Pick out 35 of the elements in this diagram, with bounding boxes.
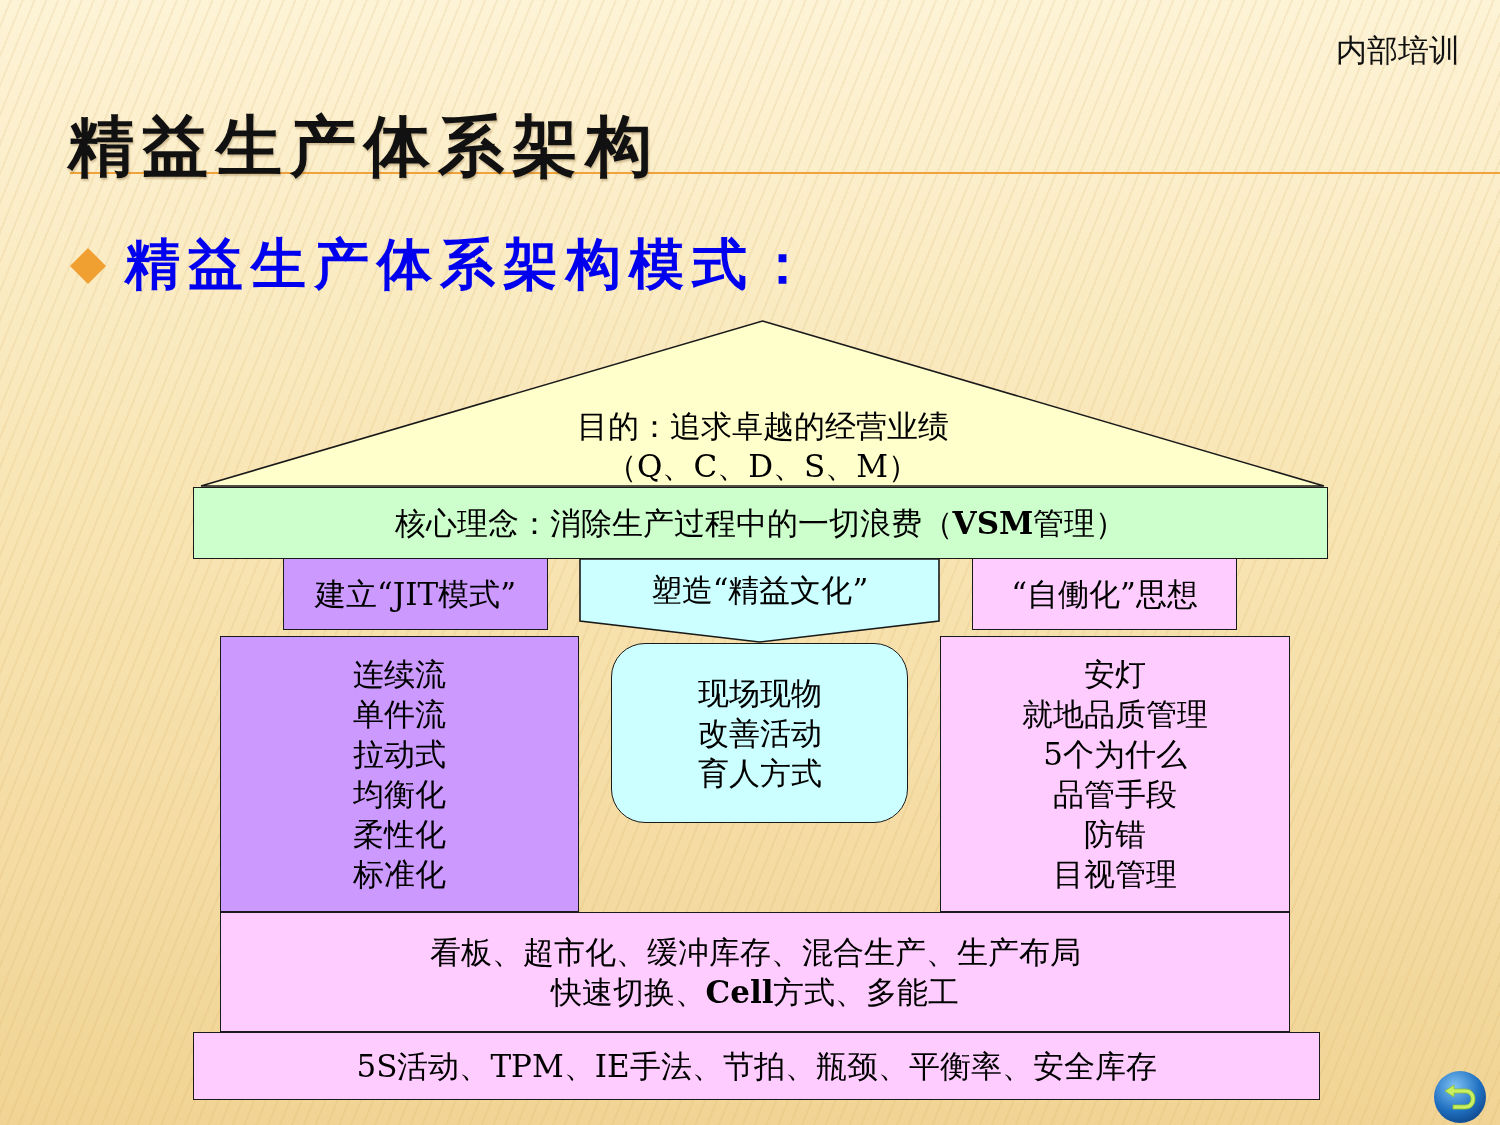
page-title: 精益生产体系架构 xyxy=(68,108,660,184)
list-item: 改善活动 xyxy=(697,714,822,753)
list-item: 5个为什么 xyxy=(1043,735,1187,774)
band-text: 5S活动、TPM、IE手法、节拍、瓶颈、平衡率、安全库存 xyxy=(356,1047,1157,1086)
header-note: 内部培训 xyxy=(1336,31,1460,70)
list-item: 安灯 xyxy=(1084,655,1146,694)
concept-text: 核心理念：消除生产过程中的一切浪费（VSM管理） xyxy=(394,504,1127,543)
foundation-band xyxy=(220,912,1290,1032)
pillar-panel xyxy=(220,636,579,912)
pillar-title: 建立“JIT模式” xyxy=(314,575,516,614)
list-item: 均衡化 xyxy=(353,775,446,814)
list-item: 就地品质管理 xyxy=(1022,695,1208,734)
band-text: 快速切换、Cell方式、多能工 xyxy=(550,973,960,1012)
list-item: 拉动式 xyxy=(353,735,446,774)
goal-text: （Q、C、D、S、M） xyxy=(606,447,919,486)
section-heading: 精益生产体系架构模式： xyxy=(125,232,818,296)
list-item: 现场现物 xyxy=(697,674,822,713)
base-band xyxy=(193,1032,1320,1100)
list-item: 连续流 xyxy=(353,655,446,694)
list-item: 柔性化 xyxy=(353,815,446,854)
core-concept-banner xyxy=(193,487,1328,559)
pillar-title: “自働化”思想 xyxy=(1011,575,1198,614)
pillar-header-panel xyxy=(283,558,548,630)
list-item: 单件流 xyxy=(353,695,446,734)
list-item: 目视管理 xyxy=(1053,855,1177,894)
pillar-title: 塑造“精益文化” xyxy=(650,570,869,610)
pillar-header-panel xyxy=(972,558,1237,630)
rounded-panel xyxy=(611,643,908,823)
pillar-panel xyxy=(940,636,1290,912)
list-item: 品管手段 xyxy=(1053,775,1177,814)
list-item: 防错 xyxy=(1084,815,1146,854)
list-item: 育人方式 xyxy=(697,754,822,793)
list-item: 标准化 xyxy=(353,855,446,894)
goal-text: 目的：追求卓越的经营业绩 xyxy=(576,407,949,446)
band-text: 看板、超市化、缓冲库存、混合生产、生产布局 xyxy=(429,933,1081,972)
